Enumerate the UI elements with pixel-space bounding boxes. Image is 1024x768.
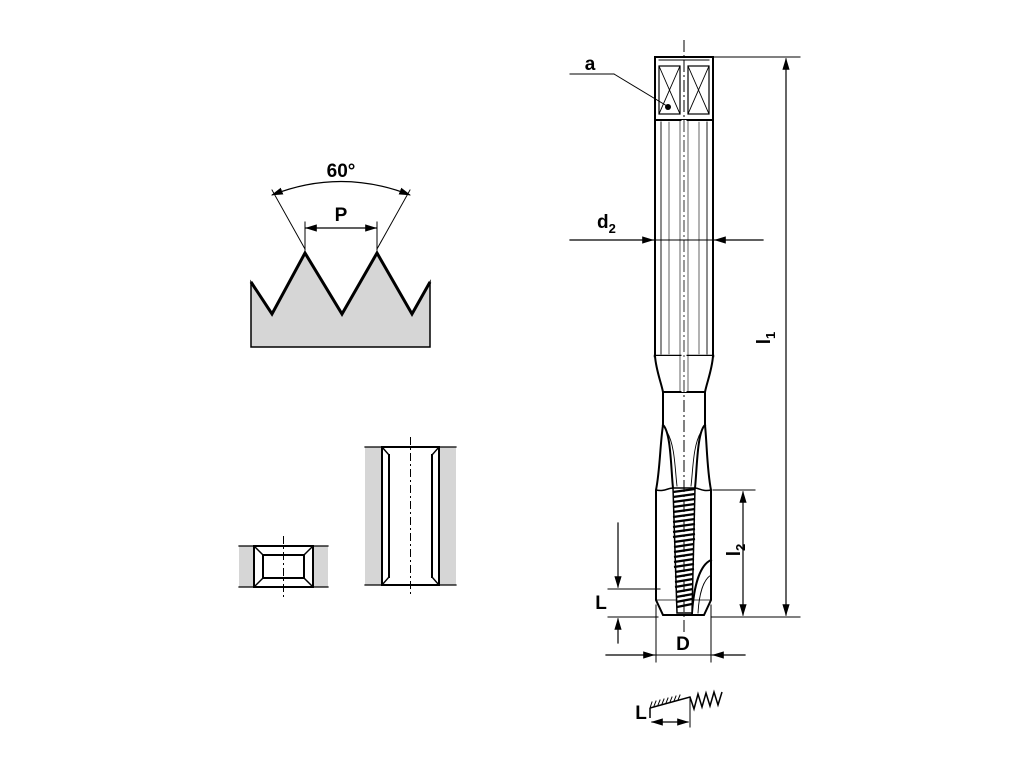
long-hole-wall-left <box>365 447 382 585</box>
long-hole-section <box>364 437 457 595</box>
angle-extension-left <box>271 189 306 250</box>
short-hole-wall-right <box>313 546 328 587</box>
short-hole-section <box>238 536 329 597</box>
dimension-L-chamfer-label: L <box>595 593 607 614</box>
angle-label: 60° <box>327 161 356 182</box>
dimension-d2: d2 <box>569 212 764 244</box>
dimension-a: a <box>569 54 671 110</box>
chamfer-detail-label: L <box>635 703 647 724</box>
pitch-label: P <box>335 205 348 226</box>
dimension-D-label: D <box>676 634 690 655</box>
short-hole-wall-left <box>239 546 254 587</box>
chamfer-detail: L <box>635 689 723 728</box>
dimension-a-dot <box>665 104 671 110</box>
angle-extension-right <box>376 189 411 250</box>
dimension-l1-label: l1 <box>754 332 778 345</box>
chamfer-detail-profile <box>649 689 723 718</box>
thread-profile: 60° P <box>249 161 432 348</box>
tap-drawing <box>653 40 715 635</box>
dimension-l2-label: l2 <box>724 544 748 557</box>
long-hole-wall-right <box>439 447 456 585</box>
dimension-l1: l1 <box>710 56 801 618</box>
dimension-L-chamfer: L <box>595 522 661 644</box>
angle-arc <box>270 180 412 196</box>
dimension-a-label: a <box>585 54 596 75</box>
long-hole-bore <box>381 446 440 586</box>
dimension-d2-label: d2 <box>597 212 616 236</box>
dimension-l2: l2 <box>712 489 756 617</box>
thread-profile-outline <box>249 249 432 318</box>
dimension-D: D <box>605 604 746 663</box>
